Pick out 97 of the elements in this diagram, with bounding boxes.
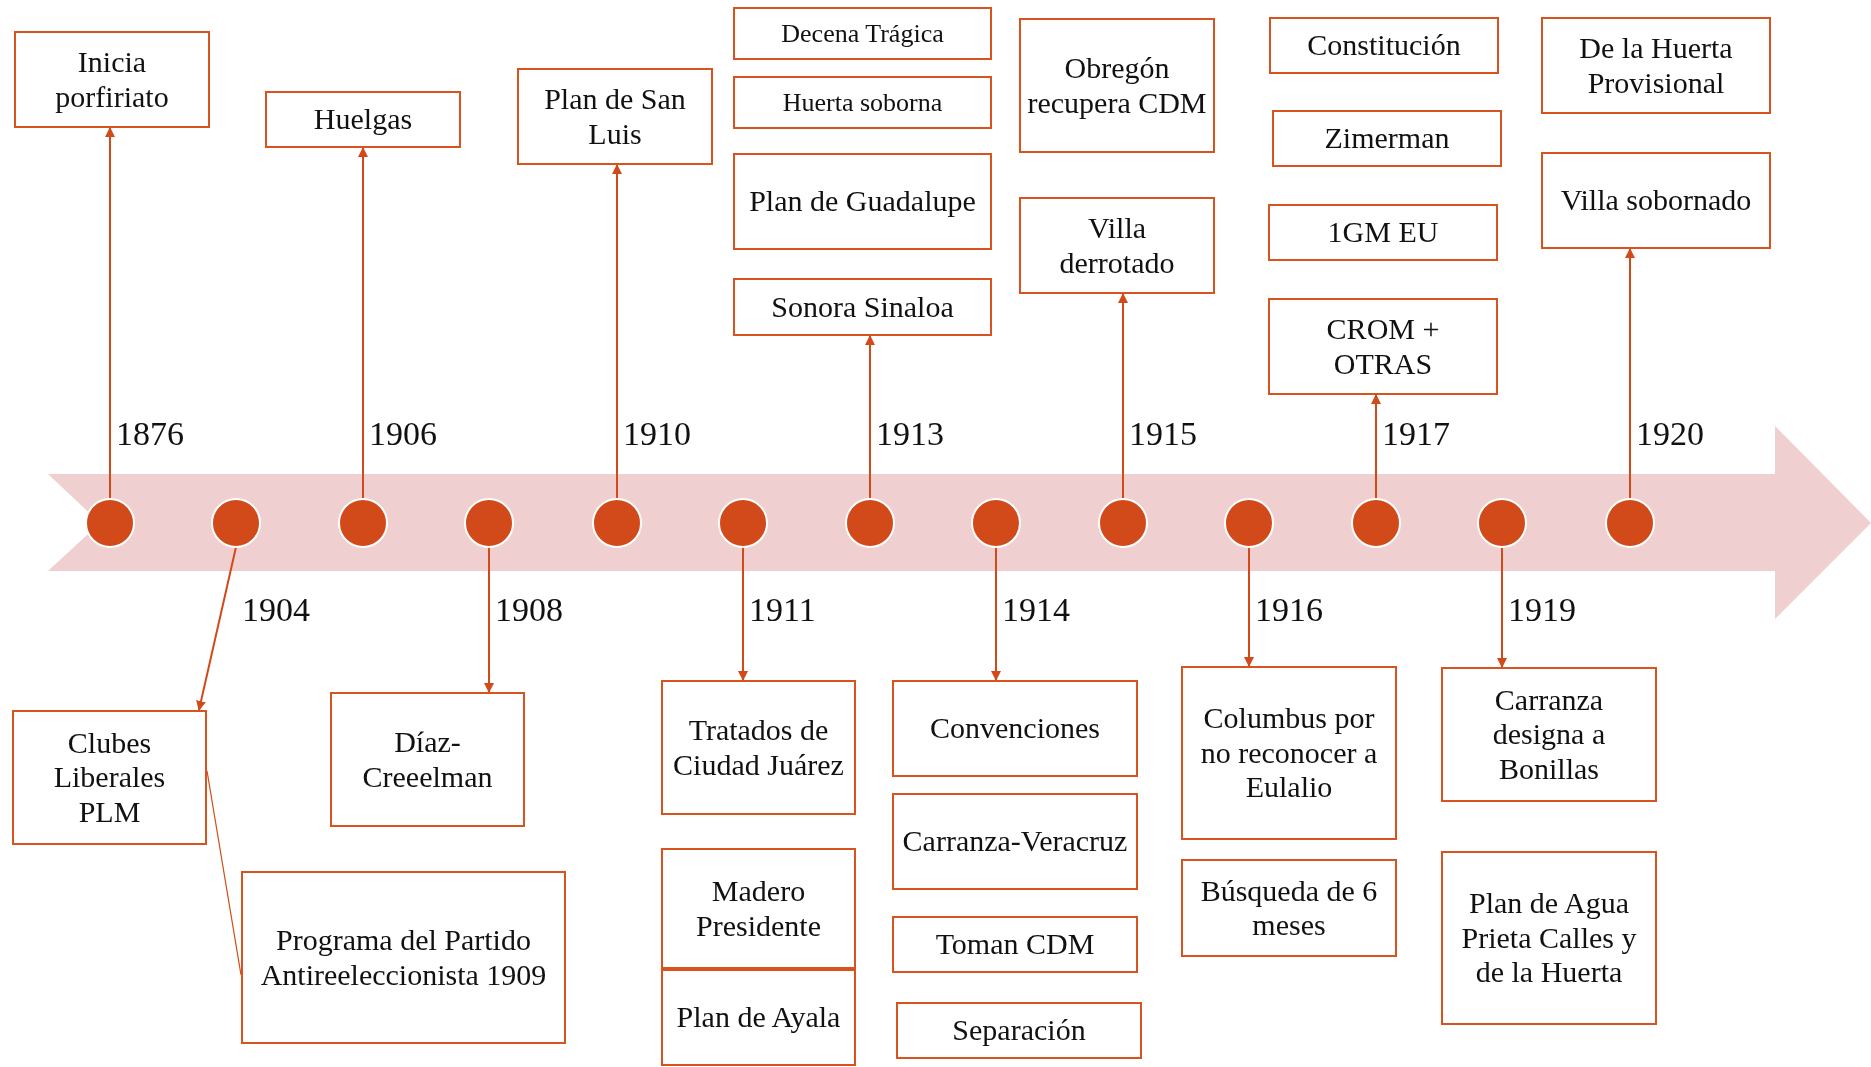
event-text: Programa del Partido Antireeleccionista 1909: [259, 923, 548, 992]
event-box: [1268, 204, 1498, 261]
connector-arrow: [1497, 546, 1507, 668]
year-label: 1919: [1508, 593, 1576, 627]
year-label: 1904: [242, 593, 310, 627]
connector-arrow: [1244, 546, 1254, 667]
event-box: [1019, 197, 1215, 294]
year-label: 1906: [369, 417, 437, 451]
timeline-dot: [338, 498, 388, 548]
event-text: CROM + OTRAS: [1325, 312, 1441, 381]
connector-arrow: [358, 147, 368, 500]
event-text: Búsqueda de 6 meses: [1199, 873, 1379, 943]
event-text: Villa derrotado: [1058, 211, 1176, 280]
event-text: Plan de Agua Prieta Calles y de la Huerta: [1460, 886, 1638, 990]
event-text: Zimerman: [1324, 121, 1450, 156]
event-box: [14, 31, 210, 128]
event-box: [330, 692, 525, 827]
connector-arrow: [105, 127, 115, 500]
year-label: 1910: [623, 417, 691, 451]
timeline-dot: [1477, 498, 1527, 548]
event-box: [892, 793, 1138, 890]
connector-arrow: [991, 546, 1001, 681]
event-box: [1441, 851, 1657, 1025]
event-box: [265, 91, 461, 148]
event-box: [896, 1002, 1142, 1059]
event-text: Plan de Guadalupe: [749, 184, 976, 219]
event-box: [733, 76, 992, 129]
connector-arrow: [1118, 293, 1128, 500]
event-text: Carranza designa a Bonillas: [1491, 682, 1607, 787]
connector-arrow: [738, 546, 748, 681]
connector-arrow: [865, 335, 875, 500]
event-box: [661, 969, 856, 1066]
event-text: Obregón recupera CDM: [1027, 51, 1207, 120]
event-text: Convenciones: [930, 711, 1100, 746]
event-text: Constitución: [1307, 28, 1461, 63]
event-box: [1181, 666, 1397, 840]
connector-arrow: [1625, 248, 1635, 500]
event-text: Columbus por no reconocer a Eulalio: [1199, 701, 1379, 805]
event-text: Toman CDM: [935, 927, 1095, 962]
year-label: 1917: [1382, 417, 1450, 451]
event-box: [1181, 859, 1397, 957]
timeline-dot: [1351, 498, 1401, 548]
connector-arrow: [196, 546, 237, 711]
event-box: [733, 278, 992, 336]
connector-arrow: [1371, 394, 1381, 500]
event-text: Separación: [952, 1013, 1086, 1048]
event-text: Clubes Liberales PLM: [52, 725, 167, 830]
event-text: Carranza-Veracruz: [902, 824, 1128, 859]
timeline-dot: [211, 498, 261, 548]
event-box: [733, 7, 992, 60]
year-label: 1916: [1255, 593, 1323, 627]
event-box: [733, 153, 992, 250]
year-label: 1920: [1636, 417, 1704, 451]
event-box: [1019, 18, 1215, 153]
event-box: [892, 680, 1138, 777]
event-box: [241, 871, 566, 1044]
timeline-dot: [592, 498, 642, 548]
event-box: [661, 680, 856, 815]
timeline-dot: [1605, 498, 1655, 548]
event-text: Plan de Ayala: [676, 1000, 841, 1035]
event-text: Díaz-Creeelman: [361, 725, 494, 794]
event-text: 1GM EU: [1327, 215, 1439, 250]
year-label: 1911: [749, 593, 816, 627]
timeline-dot: [464, 498, 514, 548]
timeline-dot: [1098, 498, 1148, 548]
year-label: 1913: [876, 417, 944, 451]
event-box: [892, 916, 1138, 973]
event-box: [517, 68, 713, 165]
event-text: Villa sobornado: [1560, 183, 1752, 218]
event-box: [1541, 152, 1771, 249]
year-label: 1876: [116, 417, 184, 451]
event-box: [1268, 298, 1498, 395]
timeline-dot: [845, 498, 895, 548]
timeline-dot: [85, 498, 135, 548]
event-text: Huerta soborna: [782, 87, 943, 118]
timeline-dot: [718, 498, 768, 548]
timeline-dot: [971, 498, 1021, 548]
event-box: [1269, 17, 1499, 74]
event-box: [661, 848, 856, 969]
event-text: Plan de San Luis: [543, 82, 687, 151]
event-text: Inicia porfiriato: [54, 45, 170, 114]
year-label: 1915: [1129, 417, 1197, 451]
event-text: Sonora Sinaloa: [771, 289, 954, 325]
event-box: [12, 710, 207, 845]
year-label: 1908: [495, 593, 563, 627]
event-text: De la Huerta Provisional: [1578, 31, 1734, 100]
year-label: 1914: [1002, 593, 1070, 627]
event-box: [1541, 17, 1771, 114]
connector-arrow: [484, 546, 494, 693]
timeline-dot: [1224, 498, 1274, 548]
connector-arrow: [612, 164, 622, 500]
event-box: [1441, 667, 1657, 802]
event-text: Decena Trágica: [781, 18, 944, 49]
event-text: Madero Presidente: [695, 874, 822, 943]
event-text: Tratados de Ciudad Juárez: [672, 713, 845, 782]
event-box: [1272, 110, 1502, 167]
event-text: Huelgas: [313, 102, 413, 137]
